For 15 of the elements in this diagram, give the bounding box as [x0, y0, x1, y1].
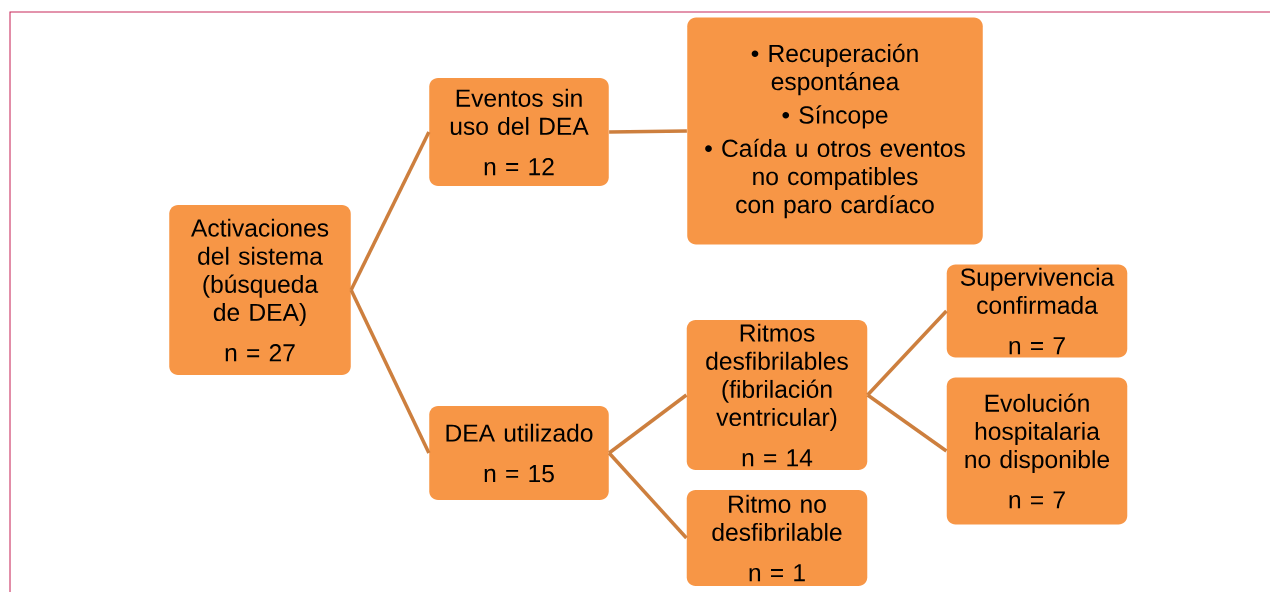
process-box: Eventos sin uso del DEA n = 12	[429, 78, 609, 186]
connector-line	[866, 309, 948, 397]
process-box: Supervivencia confirmada n = 7	[946, 264, 1128, 358]
connector-line	[349, 289, 431, 454]
process-box: Evolución hospitalaria no disponible n = 7	[946, 377, 1128, 525]
connector-line	[609, 129, 687, 134]
process-box: Ritmo no desfibrilable n = 1	[686, 490, 868, 586]
process-box: DEA utilizado n = 15	[429, 406, 609, 500]
process-box: • Recuperación espontánea • Síncope • Caída u otros eventos no compatibles con paro cardíaco	[687, 17, 983, 245]
connector-line	[607, 451, 688, 540]
process-box: Activaciones del sistema (búsqueda de DEA) n = 27	[169, 205, 351, 375]
connector-line	[608, 393, 688, 455]
connector-line	[866, 393, 948, 453]
connector-line	[349, 131, 431, 291]
process-box: Ritmos desfibrilables (fibrilación ventricular) n = 14	[686, 320, 868, 470]
